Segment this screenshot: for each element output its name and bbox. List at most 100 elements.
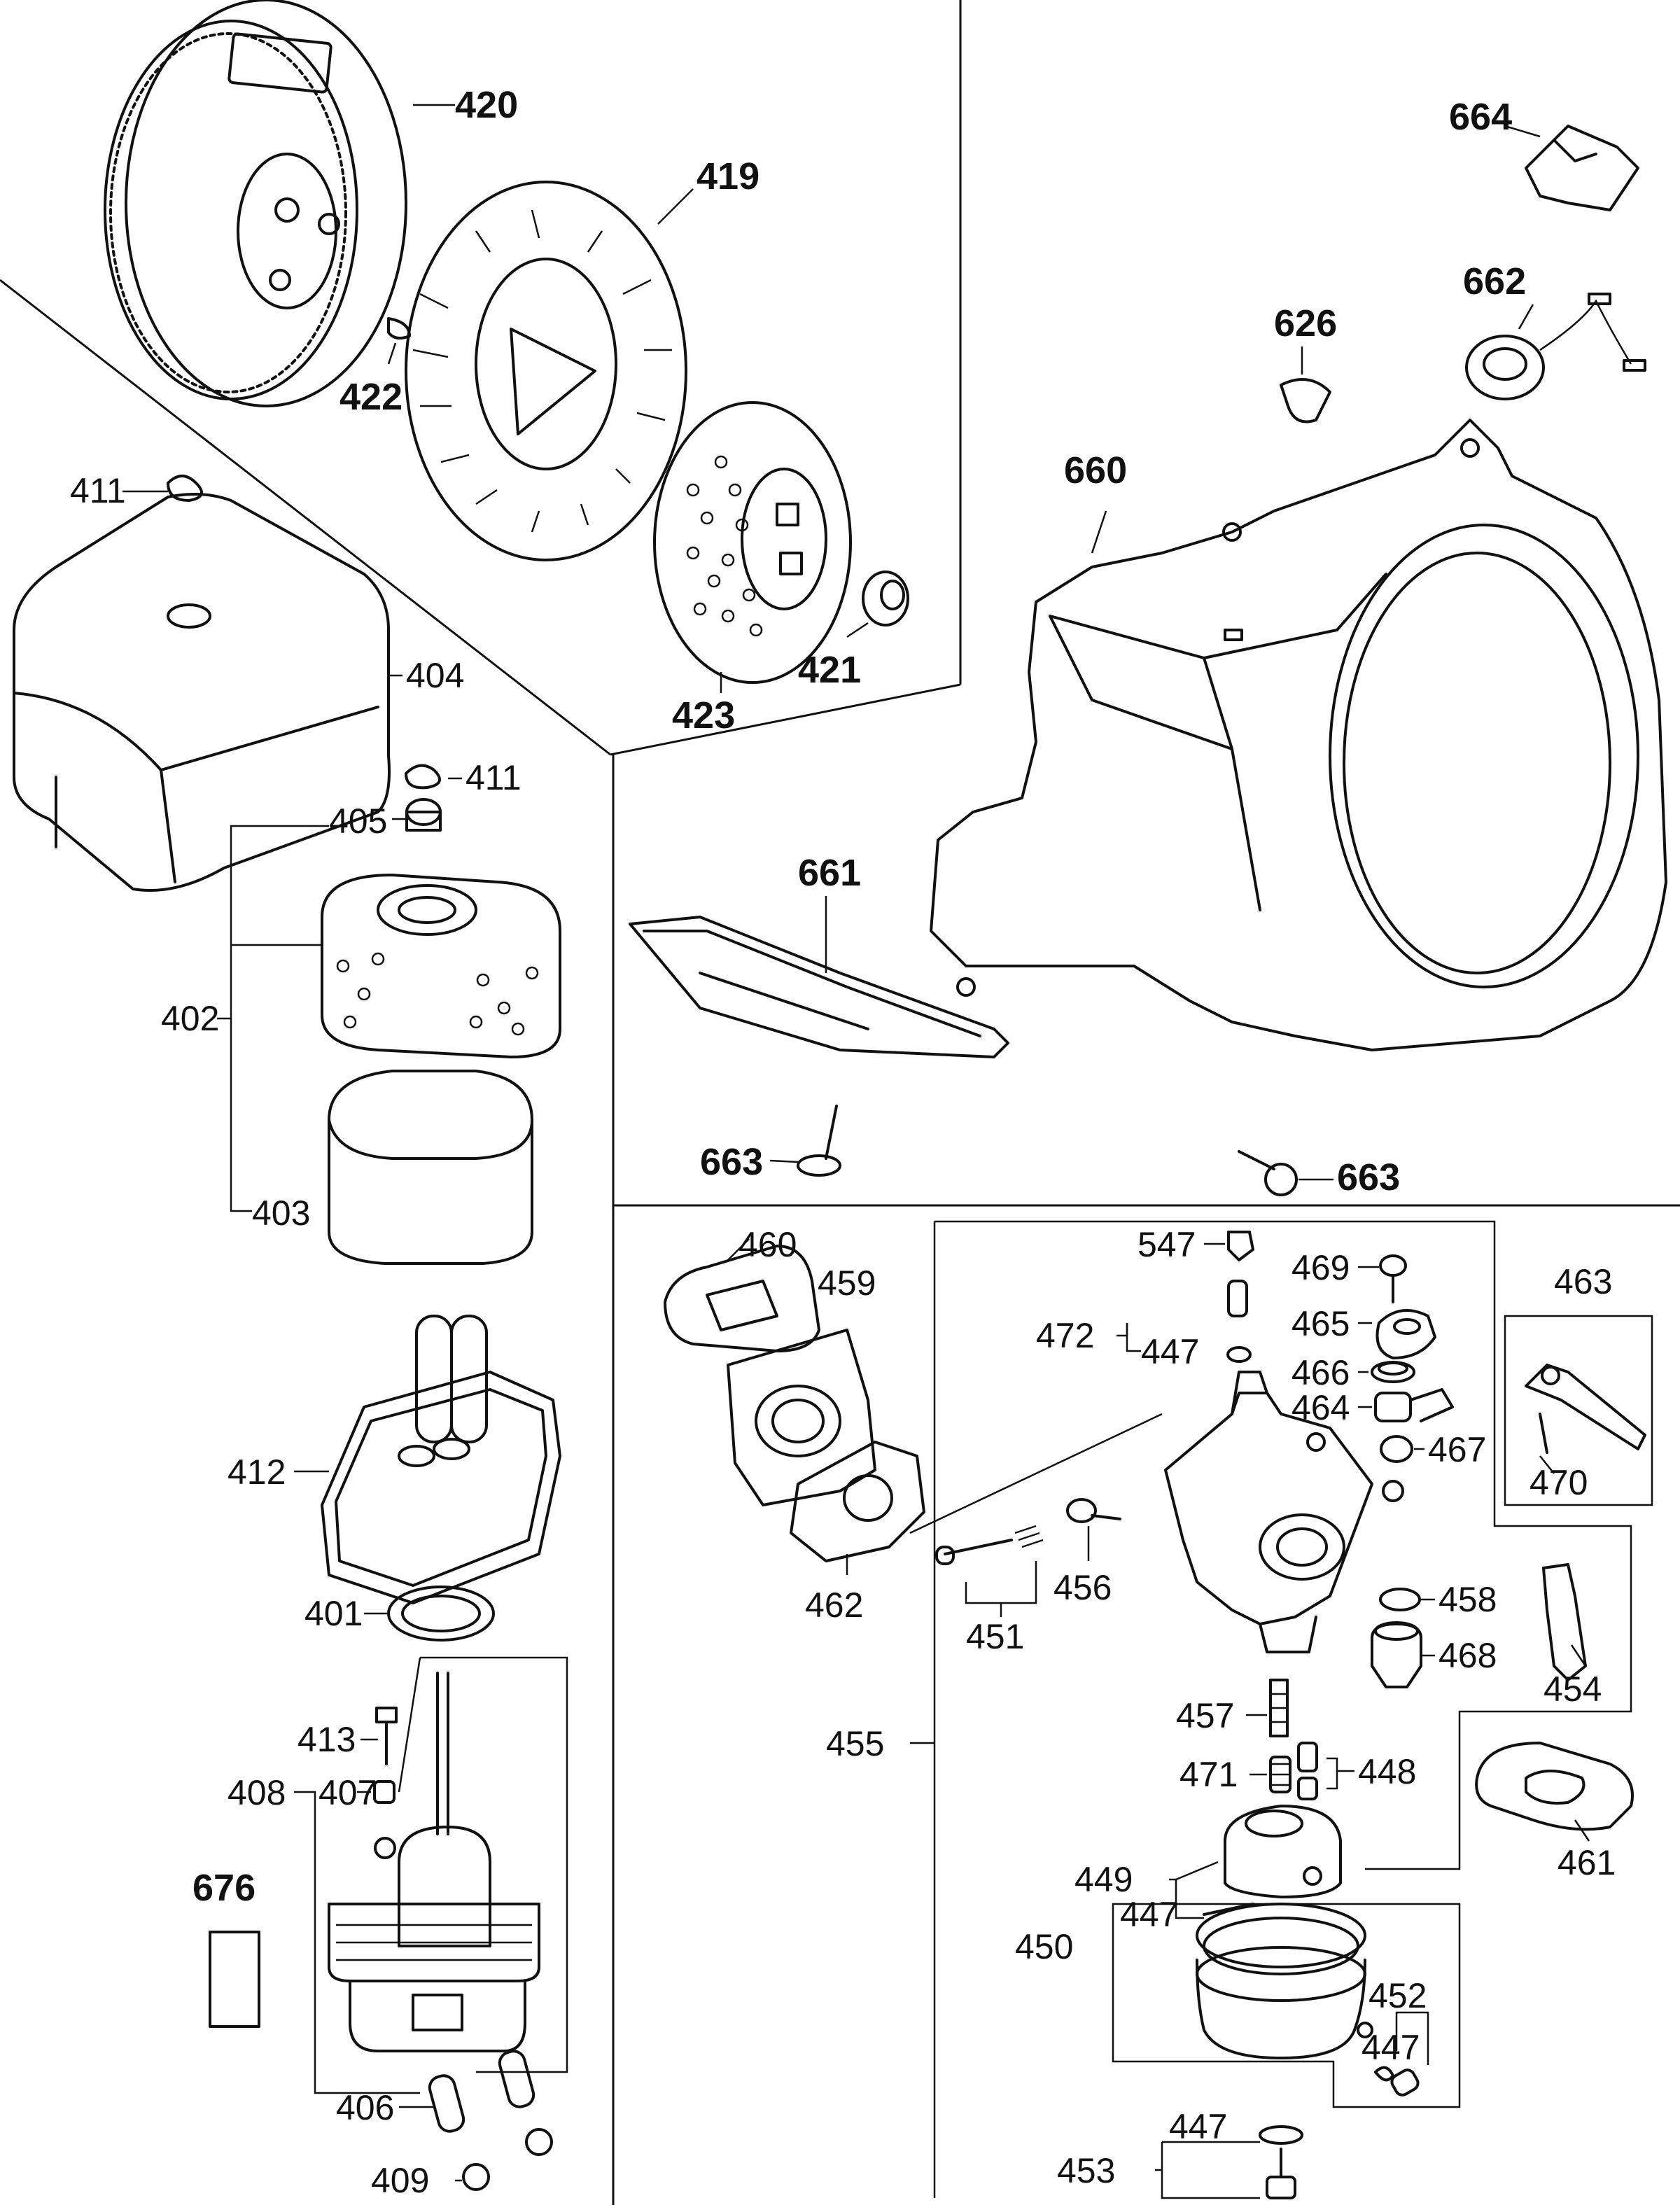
decal-676-drawing [209,1931,260,2028]
stop-switch-holder-drawing [1504,125,1639,211]
label-starter-pulley: 423 [672,694,735,736]
label-gasket-461: 461 [1558,1843,1616,1882]
label-case-gasket: 401 [304,1594,363,1633]
label-cap-547: 547 [1138,1225,1196,1264]
wing-nut-middle-drawing [405,764,462,790]
label-air-cleaner-element: 402 [161,999,219,1038]
label-carburetor-assembly: 455 [826,1724,884,1763]
label-air-cleaner-case: 412 [227,1452,286,1492]
label-cap-465: 465 [1292,1304,1350,1343]
screw-set-472-drawing [1116,1280,1252,1363]
bolt-663-left-drawing [769,1105,841,1177]
label-spring-471: 471 [1180,1755,1238,1794]
cooling-fan-drawing [405,181,694,561]
label-flywheel: 420 [455,84,518,126]
screw-456-drawing [1066,1498,1121,1561]
label-drain-screw-set-452: 452 [1368,1976,1427,2015]
screw-451-drawing [935,1525,1044,1617]
grommet-drawing [392,798,442,832]
gasket-460-drawing [664,1238,820,1352]
jet-457-drawing [1246,1679,1289,1737]
label-o-ring-447-b: 447 [1120,1895,1178,1934]
wire-clamp-drawing [1280,346,1331,424]
label-gasket-462: 462 [805,1586,863,1625]
label-grommet: 405 [329,802,387,841]
nut-409-drawing [455,2128,553,2191]
foam-element-drawing [328,1070,533,1265]
label-float-set-449: 449 [1074,1860,1133,1899]
collar-407-drawing [357,1780,396,1804]
label-piston-464: 464 [1292,1388,1350,1427]
label-screw-469: 469 [1292,1248,1350,1287]
float-set-449-drawing [1169,1805,1342,1919]
bolt-set-453-drawing [1155,2125,1303,2199]
label-stop-switch-holder: 664 [1449,96,1512,138]
label-screw-456: 456 [1054,1568,1112,1607]
bolt-663-right-drawing [1238,1150,1334,1196]
stop-switch-drawing [1465,293,1646,400]
flywheel-nut-drawing [846,570,909,638]
air-cleaner-element-drawing [321,874,561,1058]
label-gasket-460: 460 [738,1225,797,1264]
starter-pulley-drawing [653,401,852,693]
float-bowl-set-450-drawing [1112,1903,1461,2108]
label-screw-451: 451 [966,1617,1024,1656]
bracket-402 [217,825,329,1212]
label-seal-467: 467 [1428,1430,1486,1469]
label-o-ring-447-a: 447 [1141,1332,1199,1371]
label-spring-466: 466 [1292,1353,1350,1392]
screw-469-drawing [1358,1254,1407,1303]
gasket-462-drawing [790,1413,1163,1575]
label-lever-set-463: 463 [1554,1262,1612,1301]
label-decal-676: 676 [192,1867,255,1909]
label-collar-407: 407 [318,1773,377,1812]
key-drawing [387,317,411,365]
label-jet-457: 457 [1176,1696,1234,1735]
stud-406-drawing [399,2050,536,2133]
label-wing-nut-top: 411 [70,471,126,510]
cap-547-drawing [1204,1231,1254,1261]
label-valve-468: 468 [1438,1636,1497,1675]
seal-467-drawing [1380,1435,1424,1463]
label-bolt-set-453: 453 [1057,2151,1115,2190]
bolt-413-drawing [360,1707,398,1765]
label-ring-458: 458 [1438,1580,1497,1619]
label-bolt-663-left: 663 [700,1141,763,1183]
label-air-cleaner-cover: 404 [406,656,464,695]
spring-471-drawing [1250,1756,1292,1793]
ring-458-drawing [1379,1588,1435,1611]
label-stud-406: 406 [336,2088,394,2127]
label-lever-454: 454 [1544,1670,1602,1709]
gasket-461-drawing [1475,1742,1634,1842]
cap-465-drawing [1358,1309,1436,1359]
label-bolt-663-right: 663 [1337,1156,1400,1198]
label-o-ring-447-c: 447 [1362,2028,1420,2067]
label-insulator-459: 459 [818,1264,876,1303]
piston-464-drawing [1358,1388,1454,1422]
carburetor-drawing [1164,1371,1404,1653]
label-nut-409: 409 [371,2161,429,2200]
air-cleaner-cover-drawing [13,493,402,892]
label-fan-cover-guide: 661 [798,852,861,894]
air-cleaner-case-drawing [294,1315,561,1604]
elbow-bracket [294,1656,568,2094]
label-cooling-fan: 419 [696,155,760,197]
spring-466-drawing [1358,1361,1415,1383]
fan-cover-drawing [930,419,1667,1051]
label-elbow-assembly: 408 [227,1773,286,1812]
label-float-bowl-set-450: 450 [1015,1927,1073,1966]
wing-nut-top-drawing [122,475,203,502]
fan-cover-guide-drawing [629,896,1009,1058]
carburetor-bracket-455 [910,1220,1632,2198]
valve-468-drawing [1371,1621,1435,1688]
label-wing-nut-middle: 411 [465,758,522,797]
flywheel-drawing [104,0,455,407]
label-wire-clamp: 626 [1274,302,1337,344]
lever-set-463-drawing [1504,1315,1653,1506]
label-screw-set-472: 472 [1036,1316,1094,1355]
needle-set-448-drawing [1297,1742,1354,1800]
insulator-459-drawing [727,1329,876,1506]
elbow-assembly-drawing [328,1672,540,2052]
drain-screw-set-452-drawing [1374,2011,1429,2096]
label-flywheel-nut: 421 [798,649,861,691]
